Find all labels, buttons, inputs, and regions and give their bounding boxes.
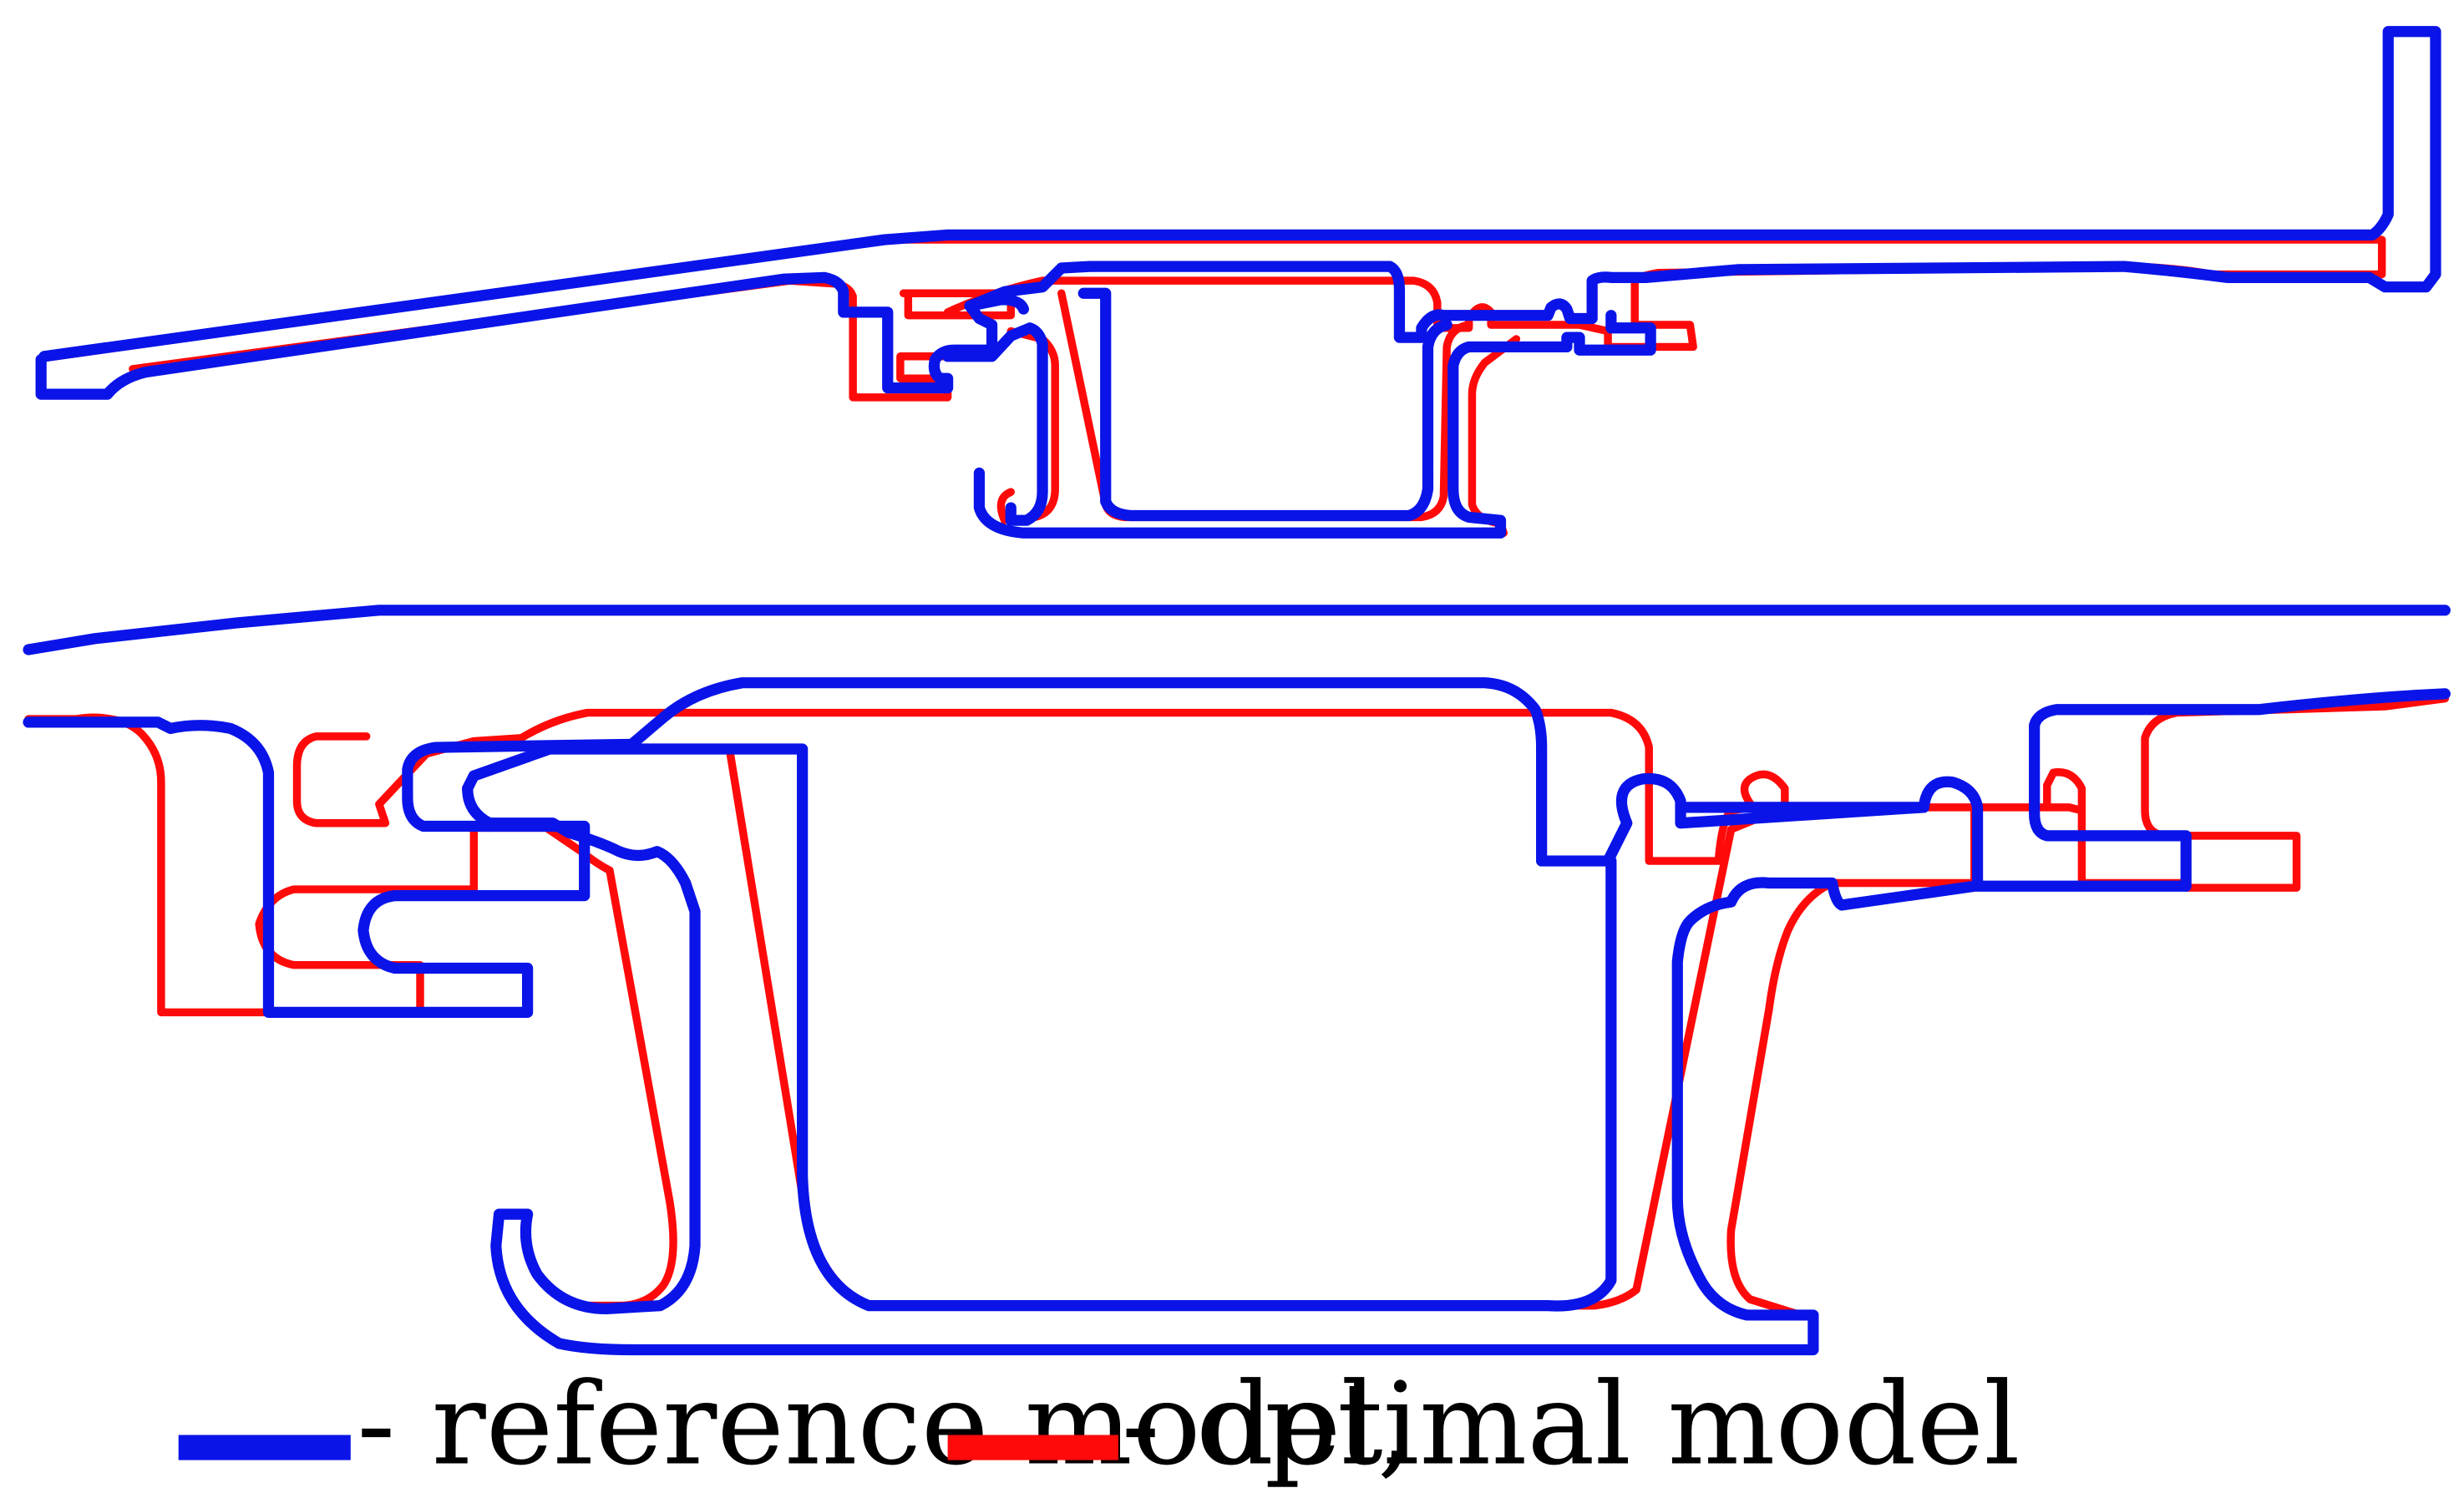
optimal-outline-full [40, 235, 2386, 538]
legend-reference-label: - reference model, [357, 1359, 1413, 1491]
legend: - reference model, - optimal model [178, 1359, 2020, 1491]
full-profile-view [35, 26, 2441, 539]
reference-outline-detail [23, 605, 2451, 1356]
legend-optimal-label: - optimal model [1122, 1359, 2020, 1491]
reference-outline-full [35, 26, 2441, 539]
enlarged-detail-view [23, 605, 2451, 1356]
